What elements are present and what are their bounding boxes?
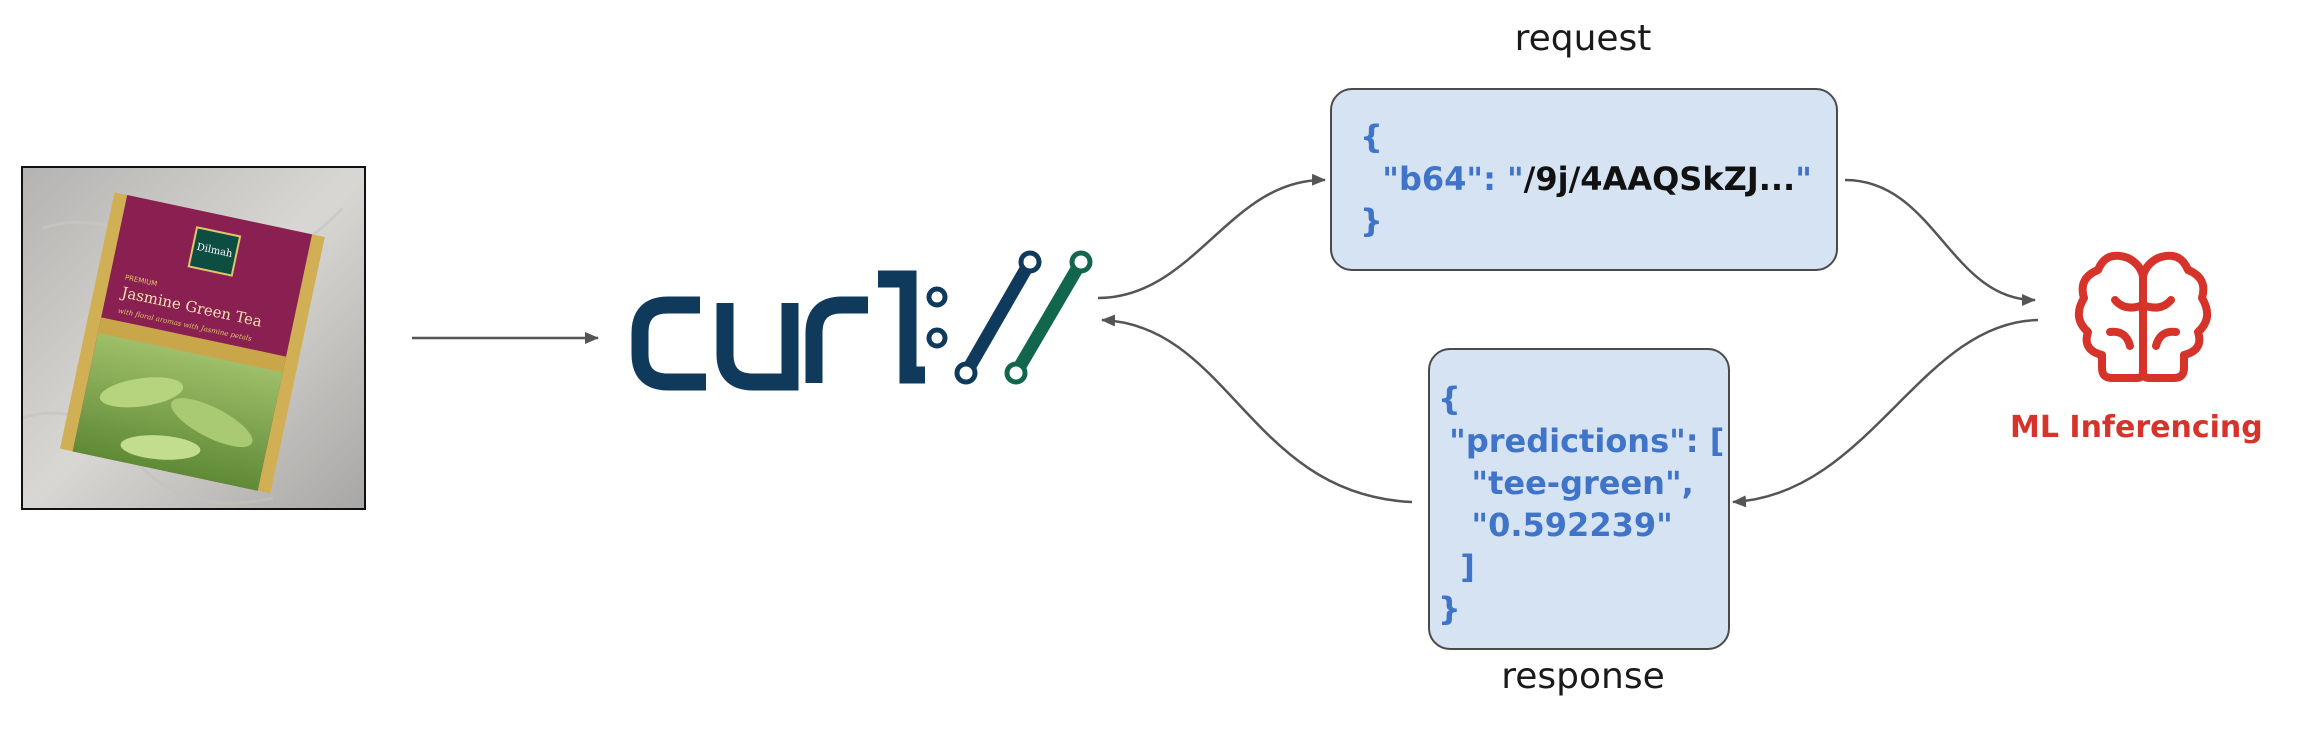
- ml-to-response-arrow: [1732, 318, 2039, 508]
- input-photo: Dilmah PREMIUM Jasmine Green Tea with fl…: [21, 166, 366, 510]
- curl-slash-1-bottom-node: [954, 361, 978, 385]
- ml-inferencing-label: ML Inferencing: [2010, 410, 2263, 445]
- brain-icon: [2074, 251, 2212, 382]
- curl-letter-r: [805, 296, 868, 383]
- response-line-4: "0.592239": [1438, 506, 1673, 544]
- tea-sachet-image: Dilmah PREMIUM Jasmine Green Tea with fl…: [23, 168, 364, 508]
- request-b64-value-end: ": [1795, 160, 1812, 198]
- request-open-brace: {: [1360, 118, 1383, 156]
- response-line-5: ]: [1438, 548, 1475, 586]
- curl-letter-l: [878, 270, 925, 384]
- request-to-ml-arrow: [1844, 178, 2036, 306]
- curl-letter-c: [631, 296, 706, 391]
- request-b64-key: "b64": ": [1382, 160, 1524, 198]
- curl-slash-1-top-node: [1018, 250, 1042, 274]
- curl-colon-bottom: [926, 327, 948, 349]
- response-line-6: }: [1438, 590, 1461, 628]
- response-to-curl-arrow: [1101, 314, 1413, 504]
- curl-slash-1: [960, 258, 1036, 377]
- request-b64-value: /9j/4AAQSkZJ...: [1523, 160, 1796, 198]
- curl-slash-2-bottom-node: [1004, 361, 1028, 385]
- curl-to-request-arrow: [1097, 173, 1326, 300]
- curl-colon-top: [926, 286, 948, 308]
- response-json-box: { "predictions": [ "tee-green", "0.59223…: [1428, 348, 1730, 650]
- curl-slash-2-top-node: [1069, 250, 1093, 274]
- request-caption: request: [1514, 18, 1652, 59]
- curl-logo: [631, 250, 1093, 391]
- response-caption: response: [1501, 656, 1665, 697]
- request-b64-line: "b64": "/9j/4AAQSkZJ...": [1360, 158, 1836, 200]
- response-line-1: {: [1438, 380, 1461, 418]
- response-line-3: "tee-green",: [1438, 464, 1694, 502]
- curl-letter-u: [716, 303, 799, 391]
- request-json-box: { "b64": "/9j/4AAQSkZJ..."}: [1330, 88, 1838, 271]
- curl-slash-2: [1010, 258, 1087, 377]
- response-line-2: "predictions": [: [1438, 422, 1725, 460]
- request-close-brace: }: [1360, 202, 1383, 240]
